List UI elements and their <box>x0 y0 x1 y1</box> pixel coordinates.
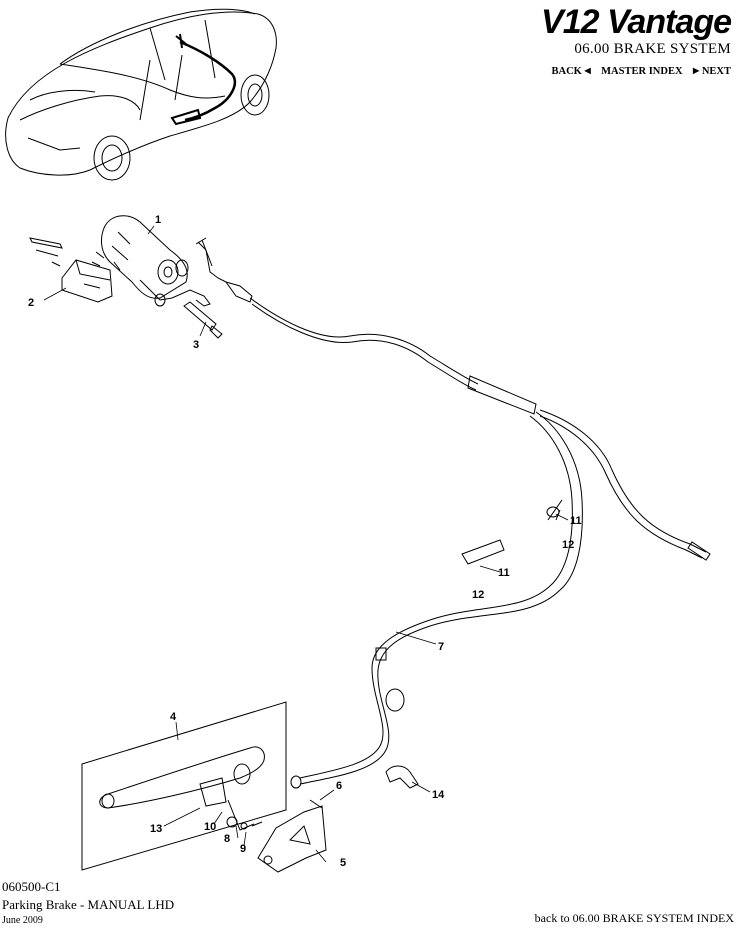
mounting-bracket <box>257 799 327 873</box>
car-location-illustration <box>5 8 277 181</box>
callout-6: 9 <box>240 843 246 855</box>
callout-3: 6 <box>336 780 342 792</box>
callout-8: 1 <box>155 214 161 226</box>
back-arrow-icon: ◀ <box>584 66 591 75</box>
back-link[interactable]: BACK ◀ <box>551 66 591 77</box>
document-date: June 2009 <box>2 915 43 926</box>
cable-clip <box>385 765 419 789</box>
back-to-index-link[interactable]: back to 06.00 BRAKE SYSTEM INDEX <box>534 911 734 925</box>
section-title: 06.00 BRAKE SYSTEM <box>574 41 731 57</box>
document-code: 060500-C1 <box>2 879 61 894</box>
callout-14: 14 <box>432 789 445 801</box>
callout-1: 4 <box>170 711 177 723</box>
document-title: Parking Brake - MANUAL LHD <box>2 897 175 912</box>
navigation-bar: BACK ◀ MASTER INDEX ▶ NEXT <box>552 66 731 77</box>
callout-4: 7 <box>438 641 444 653</box>
callout-11b: 11 <box>498 567 510 579</box>
callout-10: 2 <box>28 297 34 309</box>
callout-5: 8 <box>224 833 230 845</box>
lever-assembly <box>29 215 253 339</box>
v12-vantage-logo: V12 Vantage <box>541 3 732 41</box>
leader-lines <box>43 225 569 863</box>
callout-9: 3 <box>193 339 199 351</box>
callout-11a: 11 <box>570 515 582 527</box>
callout-12a: 12 <box>562 539 574 551</box>
brake-cables <box>195 237 711 789</box>
callout-2: 5 <box>340 857 346 869</box>
callout-13: 13 <box>150 823 162 835</box>
master-index-link[interactable]: MASTER INDEX <box>601 66 683 77</box>
next-link[interactable]: ▶ NEXT <box>693 66 731 77</box>
handbrake-lever <box>81 701 287 871</box>
switch-component <box>61 259 113 303</box>
next-arrow-icon: ▶ <box>693 66 700 75</box>
callout-12b: 12 <box>472 589 484 601</box>
callout-labels: 1 2 3 4 5 6 7 8 9 10 11 12 11 12 13 14 <box>28 214 582 869</box>
callout-7: 10 <box>204 821 216 833</box>
